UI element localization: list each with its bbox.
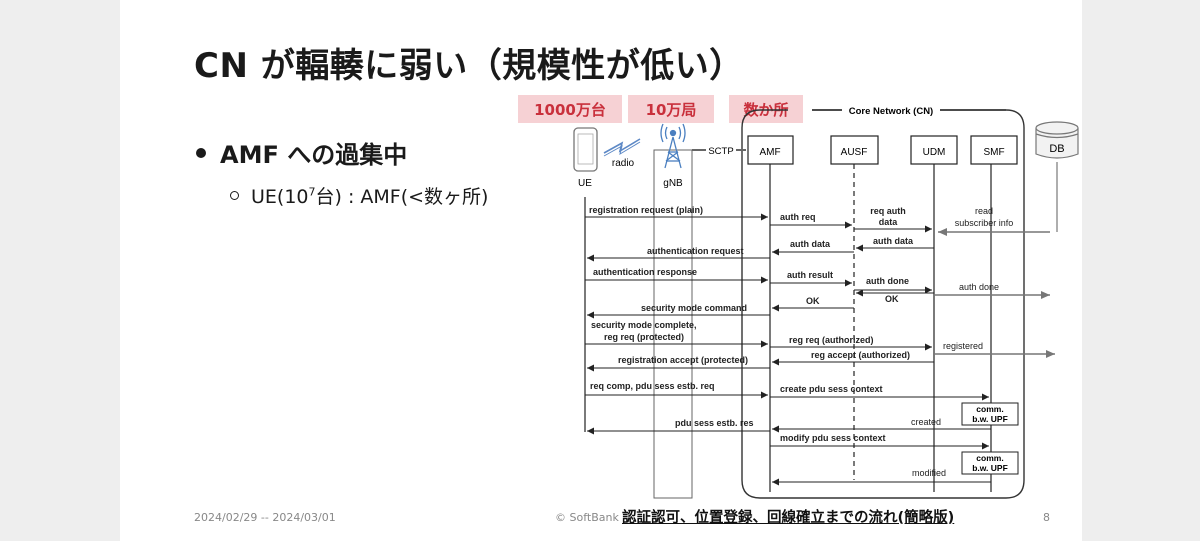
comm-upf-1-line1: comm. <box>976 404 1003 414</box>
core-network-border <box>741 109 1025 499</box>
core-network-label-bg <box>842 103 940 117</box>
comm-upf-2-line2: b.w. UPF <box>972 463 1008 473</box>
bullet-main-text: AMF への過集中 <box>220 141 408 169</box>
slide-title: CN が輻輳に弱い（規模性が低い） <box>194 46 744 86</box>
msg-auth-done-ext: auth done <box>959 282 999 292</box>
gnb-label: gNB <box>663 178 683 189</box>
msg-auth-data-amf: auth data <box>790 239 831 249</box>
ausf-box <box>830 135 879 165</box>
smf-label: SMF <box>983 147 1004 158</box>
ue-phone-icon <box>573 127 598 172</box>
msg-created: created <box>911 417 941 427</box>
msg-req-auth-data-2: data <box>879 217 899 227</box>
comm-upf-2-line1: comm. <box>976 453 1003 463</box>
bullet-dot <box>196 148 206 158</box>
gnb-lifeline-box <box>653 149 693 499</box>
msg-ok-amf: OK <box>806 296 820 306</box>
bullet-sub-prefix: UE(10 <box>251 186 309 208</box>
tag-gnb-count: 10万局 <box>628 95 714 123</box>
msg-registered: registered <box>943 341 983 351</box>
bullet-sub-exponent: 7 <box>308 185 316 199</box>
page-number: 8 <box>1043 511 1050 524</box>
msg-auth-result: auth result <box>787 270 833 280</box>
bullet-sub-suffix: 台) : AMF(<数ヶ所) <box>315 186 489 208</box>
db-label: DB <box>1049 143 1064 155</box>
core-network-label: Core Network (CN) <box>849 106 933 117</box>
comm-upf-1-line2: b.w. UPF <box>972 414 1008 424</box>
msg-req-auth-data-1: req auth <box>870 206 906 216</box>
ue-label: UE <box>578 178 592 189</box>
slide-background <box>120 0 1082 541</box>
msg-reg-req-auth: reg req (authorized) <box>789 335 874 345</box>
bullet-ring <box>230 191 239 200</box>
msg-auth-data-ausf: auth data <box>873 236 914 246</box>
msg-modify-pdu-ctx: modify pdu sess context <box>780 433 886 443</box>
db-cylinder-icon <box>1035 121 1079 159</box>
msg-reg-accept-auth: reg accept (authorized) <box>811 350 910 360</box>
sctp-label-bg <box>706 144 736 156</box>
footer-date: 2024/02/29 -- 2024/03/01 <box>194 511 336 524</box>
radio-link-icon-shadow <box>603 141 641 157</box>
msg-sec-mode-complete-2: reg req (protected) <box>604 332 684 342</box>
msg-read-sub-2: subscriber info <box>955 218 1014 228</box>
msg-sec-mode-cmd: security mode command <box>641 303 747 313</box>
msg-reg-req-plain: registration request (plain) <box>589 205 703 215</box>
msg-ok-udm: OK <box>885 294 899 304</box>
bullet-sub: UE(107台) : AMF(<数ヶ所) <box>230 182 488 209</box>
msg-sec-mode-complete-1: security mode complete, <box>591 320 697 330</box>
msg-modified: modified <box>912 468 946 478</box>
comm-upf-box-1 <box>961 402 1019 426</box>
ausf-label: AUSF <box>841 147 868 158</box>
msg-auth-done-udm: auth done <box>866 276 909 286</box>
bullet-main: AMF への過集中 <box>196 135 407 170</box>
msg-authn-request: authentication request <box>647 246 744 256</box>
msg-req-comp-pdu: req comp, pdu sess estb. req <box>590 381 715 391</box>
radio-label: radio <box>612 158 635 169</box>
external-arrows <box>934 228 1055 358</box>
udm-label: UDM <box>923 147 946 158</box>
msg-reg-accept-prot: registration accept (protected) <box>618 355 748 365</box>
diagram-caption: 認証認可、位置登録、回線確立までの流れ(簡略版) <box>620 506 957 527</box>
sctp-label: SCTP <box>708 146 733 157</box>
msg-read-sub-1: read <box>975 206 993 216</box>
udm-box <box>910 135 958 165</box>
msg-authn-response: authentication response <box>593 267 697 277</box>
msg-create-pdu-ctx: create pdu sess context <box>780 384 883 394</box>
amf-label: AMF <box>759 147 780 158</box>
tag-ue-count: 1000万台 <box>518 95 622 123</box>
comm-upf-box-2 <box>961 451 1019 475</box>
gnb-tower-icon <box>660 123 686 169</box>
smf-box <box>970 135 1018 165</box>
footer-copyright: © SoftBank Co <box>555 511 637 524</box>
message-arrows <box>585 213 991 486</box>
msg-auth-req: auth req <box>780 212 816 222</box>
msg-pdu-estb-res: pdu sess estb. res <box>675 418 754 428</box>
